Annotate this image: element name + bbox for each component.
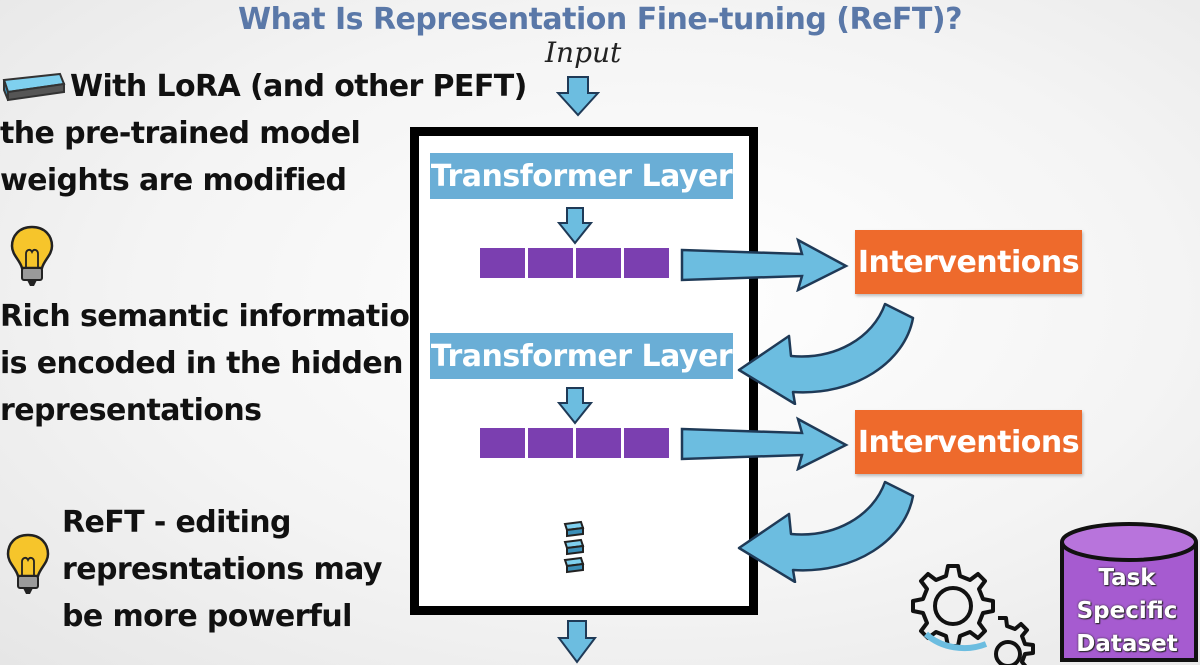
semantic-line-3: representations	[0, 393, 262, 428]
dataset-line-1: Task	[1098, 565, 1156, 591]
down-arrow-icon	[557, 387, 593, 425]
hidden-cell	[576, 428, 621, 458]
gears-icon	[911, 564, 1035, 665]
input-arrow-icon	[556, 76, 600, 117]
database-icon	[1060, 522, 1198, 662]
input-label: Input	[545, 36, 622, 69]
semantic-line-2: is encoded in the hidden	[0, 346, 403, 381]
hidden-cell	[528, 248, 573, 278]
lora-description: With LoRA (and other PEFT) the pre-train…	[0, 63, 527, 204]
hidden-cell	[576, 248, 621, 278]
lightbulb-icon	[6, 533, 50, 594]
reft-line-2: represntations may	[62, 552, 382, 587]
dataset-line-3: Dataset	[1076, 631, 1178, 657]
semantic-description: Rich semantic information is encoded in …	[0, 293, 431, 434]
hidden-representation-1	[480, 248, 669, 278]
task-specific-dataset-label: Task Specific Dataset	[1062, 562, 1192, 661]
lora-line-2: the pre-trained model	[0, 116, 361, 151]
down-arrow-icon	[557, 207, 593, 245]
return-arrow-icon	[737, 480, 915, 583]
reft-line-3: be more powerful	[62, 599, 352, 634]
page-title: What Is Representation Fine-tuning (ReFT…	[238, 2, 962, 37]
transformer-layer-2: Transformer Layer	[430, 333, 733, 379]
memory-stick-icon	[2, 72, 66, 102]
lora-line-1: With LoRA (and other PEFT)	[70, 69, 527, 104]
return-arrow-icon	[737, 302, 915, 405]
right-arrow-icon	[680, 416, 849, 471]
right-arrow-icon	[680, 237, 849, 292]
dataset-line-2: Specific	[1076, 598, 1178, 624]
reft-line-1: ReFT - editing	[62, 505, 292, 540]
hidden-cell	[624, 428, 669, 458]
hidden-cell	[480, 428, 525, 458]
interventions-box-1: Interventions	[855, 230, 1082, 294]
lightbulb-icon	[10, 225, 54, 286]
transformer-layer-1: Transformer Layer	[430, 153, 733, 199]
output-arrow-icon	[557, 620, 597, 664]
interventions-box-2: Interventions	[855, 410, 1082, 474]
hidden-cell	[624, 248, 669, 278]
hidden-representation-2	[480, 428, 669, 458]
more-layers-icon	[563, 520, 585, 574]
lora-line-3: weights are modified	[0, 163, 347, 198]
semantic-line-1: Rich semantic information	[0, 299, 431, 334]
hidden-cell	[528, 428, 573, 458]
hidden-cell	[480, 248, 525, 278]
reft-description: ReFT - editing represntations may be mor…	[62, 499, 382, 640]
